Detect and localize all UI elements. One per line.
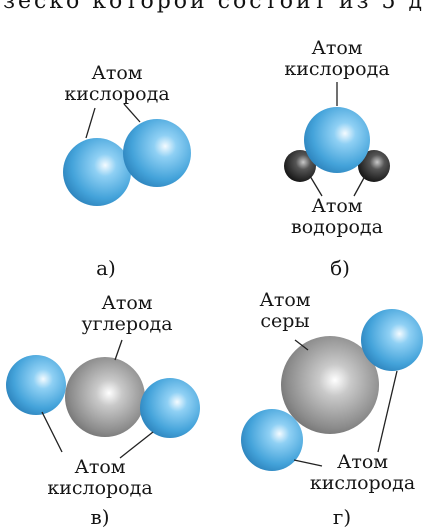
caption-b: б)	[330, 256, 350, 280]
leader-line	[114, 339, 123, 361]
leader-line	[377, 370, 398, 453]
oxygen-atom-1	[63, 138, 131, 206]
hydrogen-atom-2	[358, 150, 390, 182]
leader-line	[41, 411, 63, 453]
carbon-atom	[65, 357, 145, 437]
leader-line	[353, 175, 366, 197]
leader-line	[293, 459, 323, 467]
label-oxygen-b: Атом кислорода	[284, 37, 390, 80]
molecule-co2	[6, 339, 200, 459]
caption-d: г)	[332, 505, 352, 529]
caption-c: в)	[90, 505, 110, 529]
hydrogen-atom-1	[284, 150, 316, 182]
leader-line	[309, 175, 323, 197]
molecule-o2	[63, 103, 191, 206]
label-oxygen-a: Атом кислорода	[64, 62, 170, 105]
sulfur-atom	[281, 336, 379, 434]
leader-line	[119, 431, 154, 459]
caption-a: а)	[96, 256, 116, 280]
oxygen-atom-2	[241, 409, 303, 471]
cropped-header-text: зеско которой состоит из 5 д	[2, 0, 426, 14]
label-oxygen-c: Атом кислорода	[47, 456, 153, 499]
molecule-h2o	[284, 82, 390, 197]
label-carbon-c: Атом углерода	[81, 292, 173, 335]
label-oxygen-d: Атом кислорода	[309, 451, 416, 494]
leader-line	[123, 103, 141, 123]
leader-line	[294, 339, 309, 351]
oxygen-atom	[304, 107, 370, 173]
label-hydrogen-b: Атом водорода	[291, 195, 383, 238]
oxygen-atom-1	[6, 355, 66, 415]
leader-line	[85, 107, 96, 139]
oxygen-atom-2	[140, 378, 200, 438]
oxygen-atom-2	[123, 119, 191, 187]
molecule-so2	[241, 309, 423, 471]
label-sulfur-d: Атом серы	[259, 289, 311, 332]
oxygen-atom-1	[361, 309, 423, 371]
